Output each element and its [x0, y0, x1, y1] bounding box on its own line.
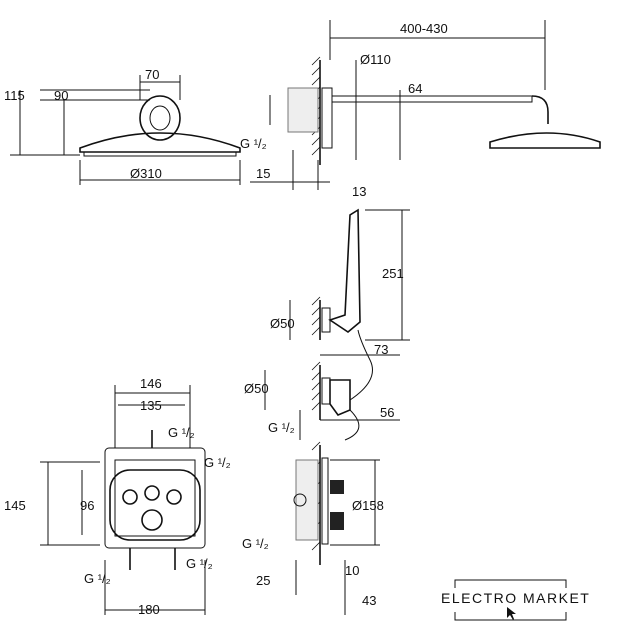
dim-outlet-offset: 56 — [380, 405, 394, 420]
logo-title: ELECTRO MARKET — [441, 590, 590, 606]
dim-holder-dia: Ø50 — [270, 316, 295, 331]
wall-outlet — [264, 329, 400, 441]
dim-rail-height: 251 — [382, 266, 404, 281]
dim-outlet-connection: G ¹/₂ — [268, 420, 295, 435]
dim-head-connection: G ¹/₂ — [240, 136, 267, 151]
dim-box-height-outer: 145 — [4, 498, 26, 513]
dim-outlet-dia: Ø50 — [244, 381, 269, 396]
dim-box-conn-right: G ¹/₂ — [204, 455, 231, 470]
cursor-icon — [507, 607, 516, 620]
dim-arm-length: 400-430 — [400, 21, 448, 36]
dim-depth-25: 25 — [256, 573, 270, 588]
dim-depth-43: 43 — [362, 593, 376, 608]
dim-head-height: 90 — [54, 88, 68, 103]
dim-depth-10: 10 — [345, 563, 359, 578]
hand-shower-holder — [289, 208, 410, 356]
dim-head-height-total: 115 — [4, 88, 25, 103]
shower-head-front-view — [10, 75, 241, 185]
dim-trim-width: 180 — [138, 602, 160, 617]
dim-trim-dia: Ø158 — [352, 498, 384, 513]
mixer-box-front-view — [40, 385, 206, 615]
dim-box-width-inner: 135 — [140, 398, 162, 413]
dim-holder-offset: 73 — [374, 342, 388, 357]
dim-box-conn-top: G ¹/₂ — [168, 425, 195, 440]
dim-head-mount: 70 — [145, 67, 159, 82]
electro-market-logo: ELECTRO MARKET — [441, 579, 590, 621]
dim-depth-15: 15 — [256, 166, 270, 181]
dim-box-conn-bottom-right: G ¹/₂ — [186, 556, 213, 571]
dim-box-conn-bottom-left: G ¹/₂ — [84, 571, 111, 586]
dim-arm-drop: 64 — [408, 81, 422, 96]
dim-flange-dia: Ø110 — [360, 52, 391, 67]
dim-side-connection: G ¹/₂ — [242, 536, 269, 551]
mixer-box-side-view — [293, 441, 380, 615]
shower-arm-side-view — [250, 20, 601, 190]
dim-box-height-inner: 96 — [80, 498, 94, 513]
dim-box-width-outer: 146 — [140, 376, 162, 391]
dim-wall-13: 13 — [352, 184, 366, 199]
dim-head-dia: Ø310 — [130, 166, 162, 181]
